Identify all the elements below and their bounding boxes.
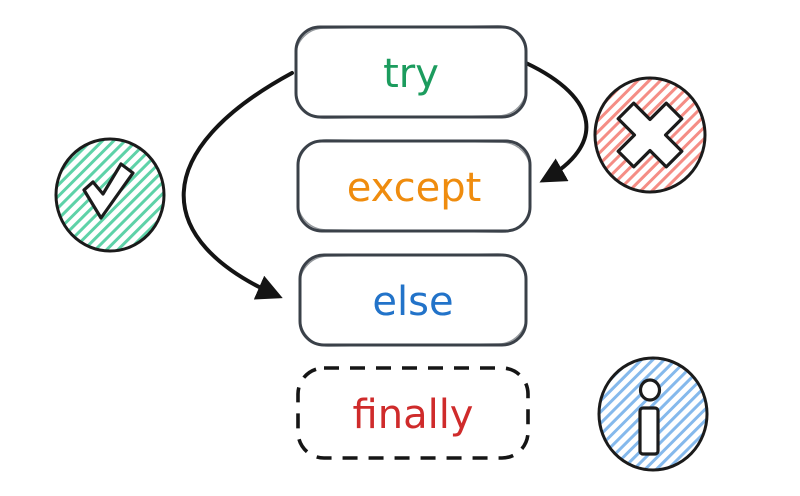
badge-success — [54, 137, 166, 253]
edge-try-to-except — [524, 61, 589, 183]
node-try: try — [294, 25, 528, 119]
edge-try-to-else — [181, 71, 294, 300]
node-try-sketch — [295, 25, 527, 119]
edge-try-to-except-path — [524, 61, 589, 183]
node-else-sketch — [299, 253, 527, 347]
info-icon — [638, 378, 662, 456]
info-icon-dot — [638, 378, 662, 402]
edge-try-to-else-path — [181, 71, 294, 300]
info-icon-bar — [638, 406, 660, 456]
node-except: except — [296, 139, 532, 233]
node-else: else — [298, 253, 528, 347]
node-finally: finally — [296, 366, 530, 460]
x-icon — [616, 101, 684, 169]
node-try-label: try — [383, 51, 439, 97]
node-else-label: else — [372, 279, 453, 325]
node-finally-label: finally — [353, 392, 474, 438]
node-except-label: except — [347, 165, 482, 211]
check-icon — [82, 162, 135, 220]
badge-error — [593, 76, 707, 194]
node-except-sketch — [297, 139, 531, 233]
badge-info — [597, 356, 709, 472]
node-finally-box — [296, 366, 530, 460]
